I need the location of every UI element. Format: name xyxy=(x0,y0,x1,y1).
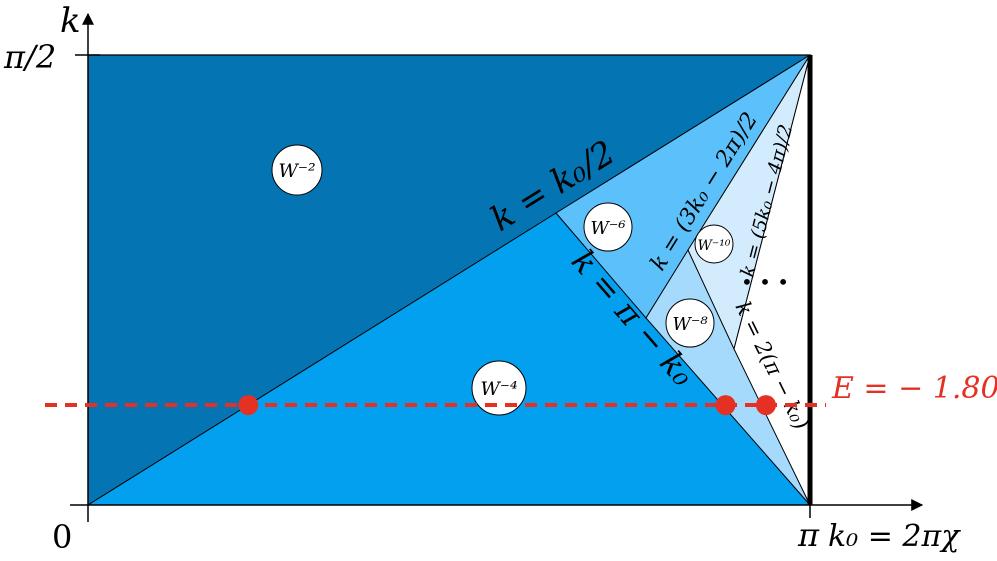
region-label-w8: W⁻⁸ xyxy=(665,298,715,348)
region-label-w6-text: W⁻⁶ xyxy=(590,218,625,239)
energy-point-3 xyxy=(755,395,776,416)
region-label-w4-text: W⁻⁴ xyxy=(480,378,517,400)
energy-point-1 xyxy=(238,395,259,416)
x-tick-pi-label: π xyxy=(797,516,820,554)
region-label-w2-circle xyxy=(271,144,323,196)
ellipsis-dots: • • • xyxy=(741,270,789,294)
region-label-w2: W⁻² xyxy=(271,144,323,196)
region-label-w10-text: W⁻¹⁰ xyxy=(697,238,730,254)
region-label-w6: W⁻⁶ xyxy=(583,202,633,252)
region-label-w2-text: W⁻² xyxy=(278,160,315,182)
energy-label-backdrop xyxy=(826,372,992,412)
region-label-w10: W⁻¹⁰ xyxy=(694,224,734,264)
region-label-w6-circle xyxy=(583,202,633,252)
region-label-w4-circle xyxy=(471,360,527,416)
energy-points xyxy=(238,395,776,416)
region-label-w10-circle xyxy=(694,224,734,264)
x-axis-label: k₀ = 2πχ xyxy=(828,519,961,554)
x-tick-origin-label: 0 xyxy=(52,518,72,556)
region-label-w8-text: W⁻⁸ xyxy=(672,314,708,335)
region-label-w4: W⁻⁴ xyxy=(471,360,527,416)
y-axis-label: k xyxy=(60,1,81,41)
region-label-w8-circle xyxy=(665,298,715,348)
energy-label: E = − 1.80 xyxy=(831,371,997,406)
energy-point-2 xyxy=(715,395,736,416)
y-tick-label: π/2 xyxy=(3,38,56,76)
